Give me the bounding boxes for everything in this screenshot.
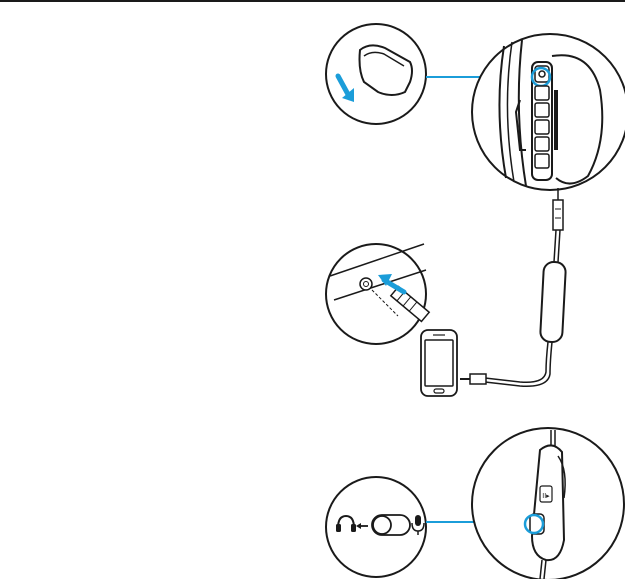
headset-button-3 (535, 120, 549, 134)
headset-button-2 (535, 103, 549, 117)
headset-button-4 (535, 137, 549, 151)
smartphone-icon (421, 330, 457, 396)
headset-button-5 (535, 154, 549, 168)
remote-zoom: II▸ (472, 428, 624, 579)
jack-zoom (326, 244, 429, 344)
mic-insert-zoom (326, 24, 426, 124)
headphone-jack-icon (360, 278, 372, 290)
inline-remote-icon (540, 261, 566, 342)
ear-cup-zoom (472, 34, 625, 190)
svg-text:II▸: II▸ (542, 493, 550, 500)
mic-switch-zoom (326, 477, 426, 577)
toggle-switch-icon (372, 515, 410, 535)
headset-button-1 (535, 86, 549, 100)
headset-cable (460, 188, 566, 386)
